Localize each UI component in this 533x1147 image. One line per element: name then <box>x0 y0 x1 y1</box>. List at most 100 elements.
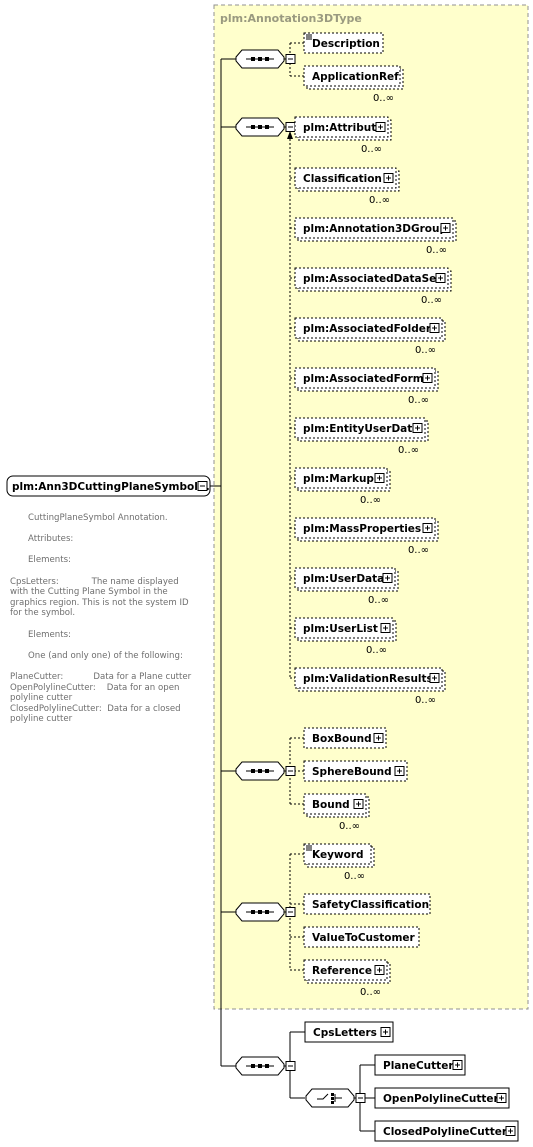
element-associated_data_set[interactable]: plm:AssociatedDataSet 0..∞ <box>294 267 452 306</box>
element-name: ValueToCustomer <box>312 932 416 944</box>
element-box[interactable] <box>303 65 401 87</box>
element-box[interactable] <box>374 1054 466 1076</box>
element-box[interactable] <box>303 959 388 981</box>
element-name: plm:Annotation3DGroup <box>303 223 447 235</box>
element-entity_user_data[interactable]: plm:EntityUserData 0..∞ <box>294 417 429 456</box>
element-open_polyline_cutter[interactable]: OpenPolylineCutter <box>374 1087 510 1109</box>
occurrence-label: 0..∞ <box>408 545 429 556</box>
element-sphere_bound[interactable]: SphereBound <box>303 760 408 782</box>
sequence-dot <box>251 1064 255 1068</box>
element-box[interactable] <box>304 1021 394 1043</box>
element-box[interactable] <box>374 1120 519 1142</box>
element-name: plm:Attribute <box>303 122 383 134</box>
element-box[interactable] <box>294 667 443 689</box>
element-box[interactable] <box>303 893 431 915</box>
occurrence-label: 0..∞ <box>360 987 381 998</box>
sequence-compositor[interactable] <box>235 49 296 69</box>
root-element[interactable]: plm:Ann3DCuttingPlaneSymbol... <box>6 475 211 497</box>
element-box[interactable] <box>303 926 420 948</box>
element-name: Keyword <box>312 849 364 861</box>
element-name: ApplicationRef <box>312 71 399 83</box>
element-name: plm:ValidationResults <box>303 673 433 685</box>
element-box[interactable] <box>374 1087 510 1109</box>
type-name: plm:Annotation3DType <box>220 12 362 25</box>
element-name: CpsLetters <box>313 1027 377 1039</box>
element-box[interactable] <box>303 843 372 865</box>
sequence-dot <box>251 910 255 914</box>
choice-shape <box>305 1088 355 1108</box>
element-box[interactable] <box>294 367 436 389</box>
element-reference[interactable]: Reference 0..∞ <box>303 959 391 998</box>
sequence-dot <box>258 125 262 129</box>
sequence-dot <box>251 57 255 61</box>
choice-compositor[interactable] <box>305 1088 366 1108</box>
element-mass_properties[interactable]: plm:MassProperties 0..∞ <box>294 517 439 556</box>
element-name: plm:MassProperties <box>303 523 421 535</box>
occurrence-label: 0..∞ <box>360 495 381 506</box>
occurrence-label: 0..∞ <box>398 445 419 456</box>
doc-line: Elements: <box>28 629 71 640</box>
element-box_bound[interactable]: BoxBound <box>303 727 387 749</box>
element-box[interactable] <box>294 417 426 439</box>
sequence-dot <box>258 910 262 914</box>
occurrence-label: 0..∞ <box>421 295 442 306</box>
element-name: plm:AssociatedDataSet <box>303 273 441 285</box>
choice-switch <box>317 1093 329 1100</box>
element-box[interactable] <box>294 567 396 589</box>
element-box[interactable] <box>294 267 449 289</box>
element-name: Reference <box>312 965 372 977</box>
root-element-box[interactable] <box>6 475 211 497</box>
occurrence-label: 0..∞ <box>368 595 389 606</box>
sequence-dot <box>258 57 262 61</box>
sequence-compositor[interactable] <box>235 902 296 922</box>
element-box[interactable] <box>294 617 394 639</box>
element-name: plm:EntityUserData <box>303 423 419 435</box>
element-box[interactable] <box>303 32 384 54</box>
element-box[interactable] <box>294 317 443 339</box>
sequence-dot <box>265 125 269 129</box>
element-box[interactable] <box>294 116 389 138</box>
sequence-compositor[interactable] <box>235 761 296 781</box>
element-name: SafetyClassification <box>312 899 429 911</box>
element-closed_polyline_cutter[interactable]: ClosedPolylineCutter <box>374 1120 519 1142</box>
occurrence-label: 0..∞ <box>369 195 390 206</box>
element-name: plm:UserData <box>303 573 384 585</box>
element-user_data[interactable]: plm:UserData 0..∞ <box>294 567 399 606</box>
sequence-dot <box>265 1064 269 1068</box>
element-description[interactable]: Description <box>303 32 384 54</box>
element-box[interactable] <box>294 517 436 539</box>
element-name: Description <box>312 38 380 50</box>
doc-line: One (and only one) of the following: <box>28 650 183 661</box>
occurrence-label: 0..∞ <box>366 645 387 656</box>
element-cps_letters[interactable]: CpsLetters <box>304 1021 394 1043</box>
sequence-dot <box>251 769 255 773</box>
element-name: plm:AssociatedFolder <box>303 323 432 335</box>
arrow-head <box>287 131 293 139</box>
element-safety_classification[interactable]: SafetyClassification <box>303 893 431 915</box>
element-box[interactable] <box>294 217 454 239</box>
element-box[interactable] <box>303 793 367 815</box>
element-box[interactable] <box>294 467 388 489</box>
choice-dot <box>331 1093 334 1096</box>
element-box[interactable] <box>303 760 408 782</box>
element-box[interactable] <box>294 167 397 189</box>
documentation-text: CuttingPlaneSymbol Annotation. Attribute… <box>10 513 198 735</box>
element-plane_cutter[interactable]: PlaneCutter <box>374 1054 466 1076</box>
element-value_to_customer[interactable]: ValueToCustomer <box>303 926 420 948</box>
choice-dot <box>331 1101 334 1104</box>
choice-dot <box>331 1097 334 1100</box>
element-box[interactable] <box>303 727 387 749</box>
sequence-compositor[interactable] <box>235 1056 296 1076</box>
doc-line: Elements: <box>28 555 71 566</box>
